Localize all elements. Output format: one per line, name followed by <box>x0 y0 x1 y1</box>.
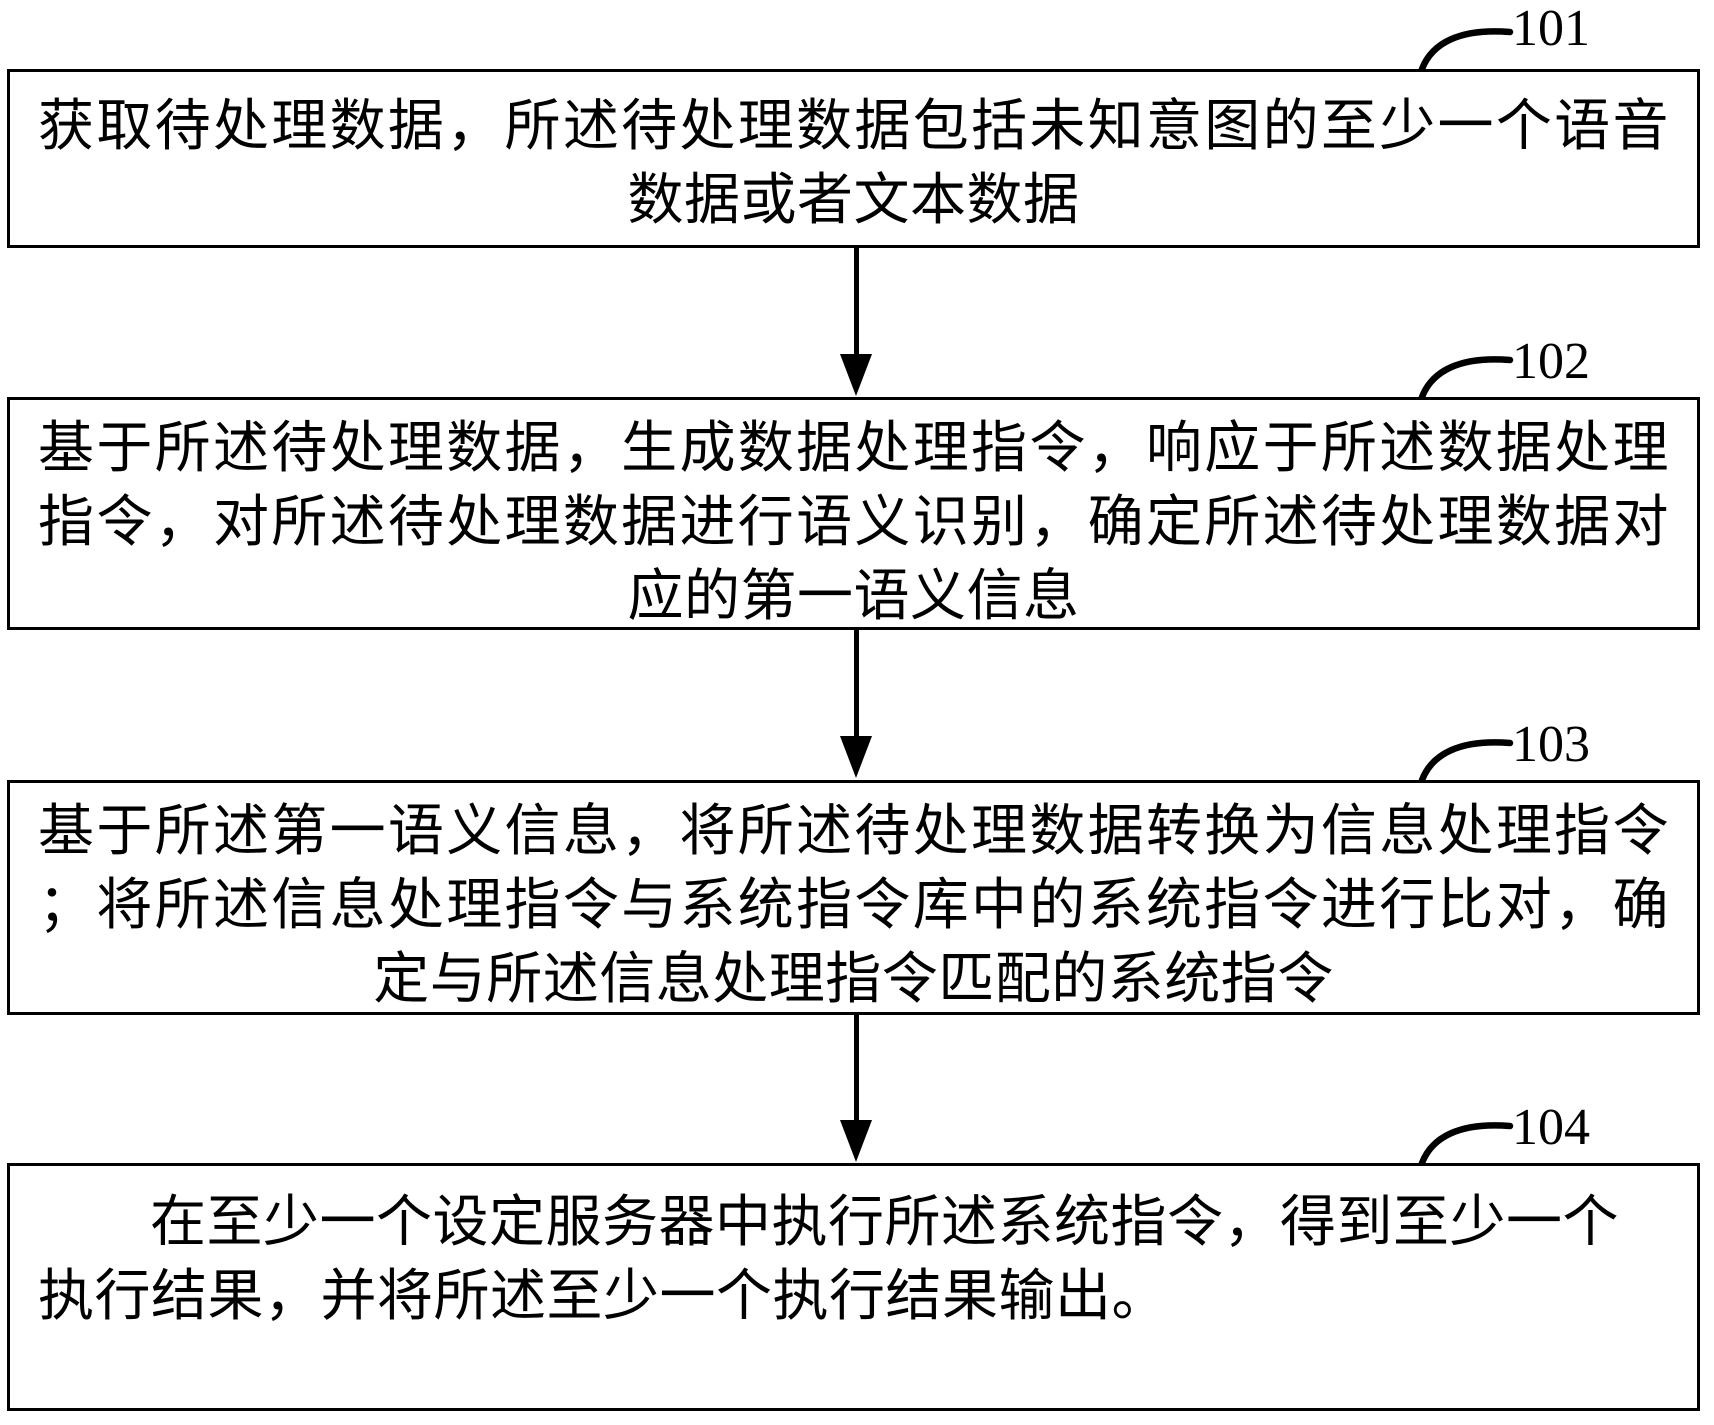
step-box-102: 基于所述待处理数据，生成数据处理指令，响应于所述数据处理 指令，对所述待处理数据… <box>7 397 1700 630</box>
leader-curve-102-icon <box>1418 356 1514 399</box>
step-102-line-1: 基于所述待处理数据，生成数据处理指令，响应于所述数据处理 <box>38 418 1669 480</box>
step-101-line-2: 数据或者文本数据 <box>627 170 1080 232</box>
leader-curve-101-icon <box>1418 28 1514 71</box>
flow-arrow-2 <box>840 630 873 778</box>
step-number-101: 101 <box>1512 0 1590 57</box>
flow-arrow-3 <box>840 1015 873 1162</box>
step-104-line-2: 执行结果，并将所述至少一个执行结果输出。 <box>38 1266 1168 1328</box>
step-number-103: 103 <box>1512 716 1590 773</box>
arrow-shaft <box>854 248 859 354</box>
step-102-line-2: 指令，对所述待处理数据进行语义识别，确定所述待处理数据对 <box>38 492 1669 554</box>
step-103-line-2: ；将所述信息处理指令与系统指令库中的系统指令进行比对，确 <box>38 875 1669 937</box>
leader-curve-104-icon <box>1418 1122 1514 1165</box>
step-number-102: 102 <box>1512 333 1590 390</box>
step-box-101: 获取待处理数据，所述待处理数据包括未知意图的至少一个语音 数据或者文本数据 <box>7 69 1700 248</box>
step-101-line-1: 获取待处理数据，所述待处理数据包括未知意图的至少一个语音 <box>38 96 1669 158</box>
arrow-shaft <box>854 630 859 736</box>
flow-arrow-1 <box>840 248 873 396</box>
arrow-shaft <box>854 1015 859 1120</box>
step-103-line-3: 定与所述信息处理指令匹配的系统指令 <box>373 949 1334 1011</box>
arrow-head-icon <box>840 736 872 778</box>
step-102-line-3: 应的第一语义信息 <box>627 566 1080 628</box>
step-104-line-1: 在至少一个设定服务器中执行所述系统指令，得到至少一个 <box>150 1192 1619 1254</box>
step-box-104: 在至少一个设定服务器中执行所述系统指令，得到至少一个 执行结果，并将所述至少一个… <box>7 1163 1700 1411</box>
step-box-103: 基于所述第一语义信息，将所述待处理数据转换为信息处理指令 ；将所述信息处理指令与… <box>7 780 1700 1015</box>
arrow-head-icon <box>840 354 872 396</box>
step-103-line-1: 基于所述第一语义信息，将所述待处理数据转换为信息处理指令 <box>38 801 1669 863</box>
arrow-head-icon <box>840 1120 872 1162</box>
step-number-104: 104 <box>1512 1099 1590 1156</box>
leader-curve-103-icon <box>1418 739 1514 782</box>
